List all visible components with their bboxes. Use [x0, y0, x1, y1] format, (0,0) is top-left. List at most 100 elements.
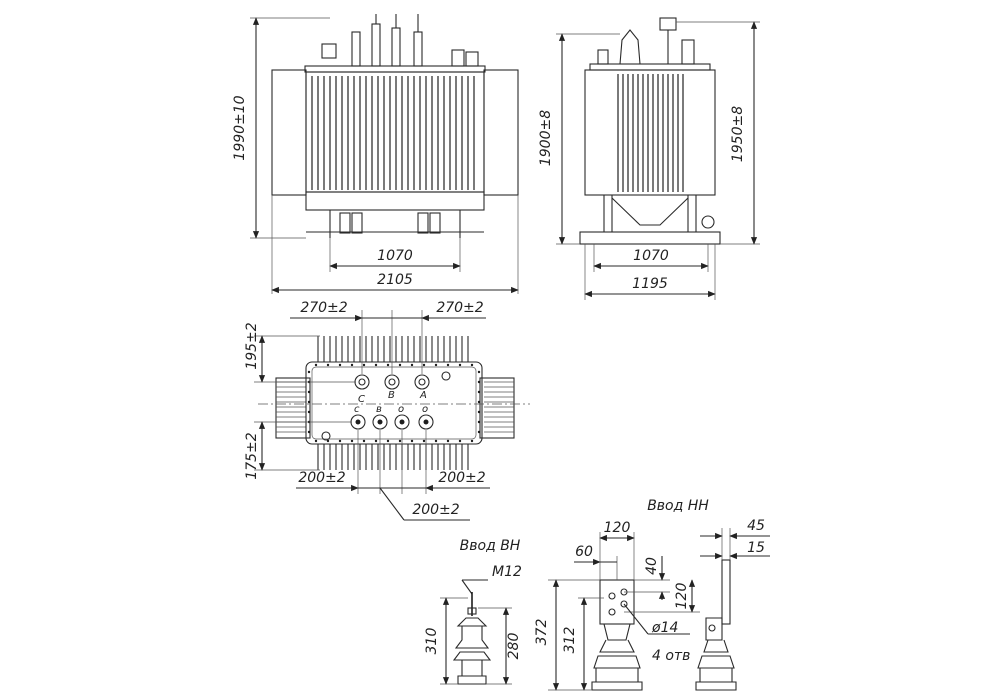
side-wheel [701, 215, 715, 229]
lid-bolt [477, 400, 481, 404]
side-tank-lid [589, 63, 711, 71]
top-left-radiator [275, 377, 311, 439]
lv-terminal-plate [599, 579, 635, 625]
lv-hole-count: 4 отв [652, 648, 690, 664]
top-bottom-left-dim: 200±2 [298, 470, 345, 486]
hv-bushing-cap [456, 617, 488, 627]
front-overall-dim: 2105 [377, 272, 413, 288]
wheel [339, 212, 351, 234]
lid-bolt [374, 439, 378, 443]
top-radiator-ribs [317, 336, 469, 470]
top-view: C B A c в о о 270±2 270±2 1 [244, 300, 530, 521]
hv-bushing-title: Ввод ВН [460, 538, 521, 554]
lid-bolt [374, 363, 378, 367]
lid-bolt [410, 439, 414, 443]
lid-bolt [470, 439, 474, 443]
hv-bushing-a [414, 374, 430, 390]
side-bushings [597, 17, 695, 65]
lv-width-dim: 120 [604, 520, 631, 536]
lv-side-width-dim: 45 [747, 518, 765, 534]
side-base-skid [579, 231, 721, 245]
lid-bolt [307, 390, 311, 394]
lv-label-b: в [376, 404, 382, 415]
lid-bolt [307, 430, 311, 434]
top-tank-lid [305, 361, 483, 445]
hv-label-a: A [419, 390, 427, 401]
lid-bolt [314, 363, 318, 367]
lv-bushing [394, 414, 410, 430]
lv-label-a: о [398, 404, 404, 415]
top-bottom-center-dim: 200±2 [412, 502, 459, 518]
side-tank-body [584, 69, 716, 196]
lid-bolt [477, 420, 481, 424]
top-left-dim: 270±2 [300, 300, 347, 316]
side-radiator-fins [617, 74, 684, 192]
hv-inner-height-dim: 280 [506, 633, 522, 660]
lid-bolt [477, 430, 481, 434]
lv-side-thickness-dim: 15 [747, 540, 765, 556]
lid-bolt [307, 400, 311, 404]
lid-bolt [307, 370, 311, 374]
lv-hole-offset-dim: 40 [644, 557, 660, 575]
hv-bushing-detail: Ввод ВН M12 310 280 [424, 538, 522, 685]
lid-bolt [338, 363, 342, 367]
hv-height-dim: 310 [424, 628, 440, 655]
side-height-left-dim: 1900±8 [538, 110, 554, 166]
wheel [429, 212, 441, 234]
hv-bushing-c [354, 374, 370, 390]
front-height-dim: 1990±10 [232, 95, 248, 160]
lid-bolt [326, 363, 330, 367]
lid-bolt [446, 439, 450, 443]
lid-bolt [386, 363, 390, 367]
left-radiator-panel [271, 69, 307, 196]
lid-bolt [410, 363, 414, 367]
lv-side-plate [721, 559, 731, 625]
top-left-upper-dim: 195±2 [244, 322, 260, 369]
tank-base [305, 191, 485, 211]
side-overall-dim: 1195 [632, 276, 668, 292]
front-view: 1990±10 1070 2105 [232, 14, 519, 294]
lv-hole-span-dim: 120 [674, 583, 690, 610]
lid-bolt [477, 380, 481, 384]
lv-bushing-detail: Ввод НН 120 60 40 [534, 498, 770, 691]
lid-bolt [458, 439, 462, 443]
wheel [417, 212, 429, 234]
front-bushings [321, 14, 479, 67]
lv-hole-dim: ø14 [651, 620, 678, 636]
front-inner-dim: 1070 [377, 248, 413, 264]
lid-bolt [398, 439, 402, 443]
lid-bolt [446, 363, 450, 367]
lid-bolt [458, 363, 462, 367]
lv-offset-dim: 60 [575, 544, 593, 560]
hv-label-c: C [358, 394, 365, 405]
lid-bolt [386, 439, 390, 443]
lid-bolt [434, 363, 438, 367]
lid-bolt [326, 439, 330, 443]
lid-bolt [362, 363, 366, 367]
wheel [351, 212, 363, 234]
lid-bolt [350, 363, 354, 367]
hv-label-b: B [388, 390, 395, 401]
top-left-lower-dim: 175±2 [244, 432, 260, 479]
lid-bolt [422, 439, 426, 443]
lid-bolt [338, 439, 342, 443]
right-radiator-panel [483, 69, 519, 196]
lv-body-height-dim: 312 [562, 627, 578, 654]
lv-total-height-dim: 372 [534, 619, 550, 646]
lid-bolt [434, 439, 438, 443]
tank-lid [304, 65, 486, 73]
lv-bushing [372, 414, 388, 430]
lid-bolt [422, 363, 426, 367]
side-height-right-dim: 1950±8 [730, 106, 746, 162]
lid-bolt [477, 390, 481, 394]
lid-bolt [314, 439, 318, 443]
top-bottom-right-dim: 200±2 [438, 470, 485, 486]
lv-label-0: о [422, 404, 428, 415]
lid-bolt [398, 363, 402, 367]
top-right-dim: 270±2 [436, 300, 483, 316]
tank-body [305, 71, 485, 193]
lv-bushing [418, 414, 434, 430]
front-radiator-fins [311, 76, 475, 190]
lid-bolt [350, 439, 354, 443]
